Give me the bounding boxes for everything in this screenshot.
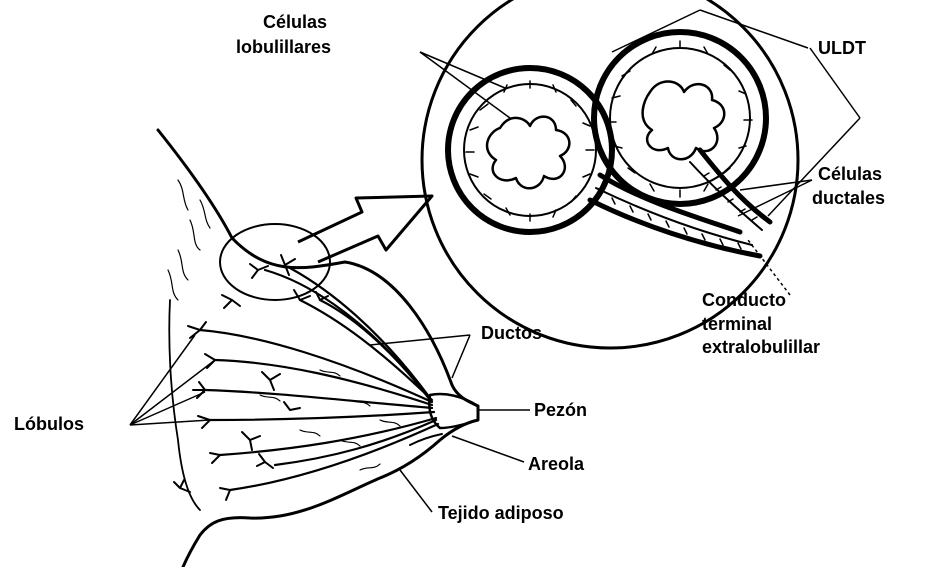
ducts: [200, 268, 438, 490]
lobule-right-outer: [594, 32, 766, 204]
lobules: [174, 255, 328, 500]
label-celulas-lobulillares-1: Células: [263, 12, 327, 32]
label-tejido-adiposo: Tejido adiposo: [438, 503, 564, 523]
label-conducto-2: terminal: [702, 314, 772, 334]
labels: Células lobulillares ULDT Células ductal…: [14, 12, 885, 523]
leader-lines: [130, 10, 860, 512]
label-lobulos: Lóbulos: [14, 414, 84, 434]
label-conducto-1: Conducto: [702, 290, 786, 310]
lobule-right-lumen: [643, 81, 725, 159]
label-conducto-3: extralobulillar: [702, 337, 820, 357]
label-celulas-ductales-1: Células: [818, 164, 882, 184]
skin-texture: [168, 180, 210, 300]
nipple: [429, 394, 478, 428]
label-uldt: ULDT: [818, 38, 866, 58]
label-pezon: Pezón: [534, 400, 587, 420]
label-areola: Areola: [528, 454, 585, 474]
lobule-left-lumen: [487, 117, 569, 189]
label-ductos: Ductos: [481, 323, 542, 343]
label-celulas-lobulillares-2: lobulillares: [236, 37, 331, 57]
label-celulas-ductales-2: ductales: [812, 188, 885, 208]
lobule-right-cells: [608, 41, 752, 197]
magnification-arrow: [298, 196, 432, 262]
